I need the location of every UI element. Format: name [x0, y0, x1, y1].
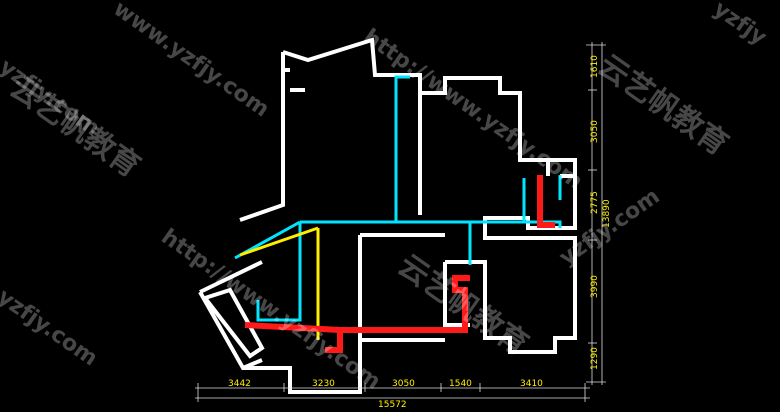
wall-balcony-left [201, 287, 265, 359]
watermark-brand-right: 云艺帆教育 [591, 48, 734, 163]
watermark-url-topright: yzfjy [709, 0, 771, 51]
pipes-yellow [239, 226, 320, 340]
red-main [244, 275, 470, 353]
wall-central-room [358, 93, 473, 340]
dim-bottom-5: 3410 [520, 379, 543, 389]
walls [198, 37, 577, 394]
dim-right-4: 3990 [590, 275, 600, 298]
dim-right-2: 3050 [590, 120, 600, 143]
watermark-url-top: www.yzfjy.com [109, 0, 274, 122]
yellow-diagonal [239, 226, 319, 257]
pipes-red [244, 175, 555, 353]
dim-bottom-2: 3230 [312, 379, 335, 389]
watermark-brand-center: 云艺帆教育 [391, 248, 534, 363]
dimensions-bottom: 3442 3230 3050 1540 3410 15572 [195, 379, 590, 410]
dim-bottom-1: 3442 [228, 379, 251, 389]
red-bath [537, 175, 555, 228]
dim-right-5: 1290 [590, 347, 600, 370]
dim-right-total: 13890 [602, 199, 612, 228]
watermark-url-left: yzfjy.com [0, 284, 102, 371]
cyan-left-drop [256, 222, 302, 322]
watermark-url-center: http://www.yzfjy.com [359, 24, 587, 194]
wall-bath [520, 158, 575, 178]
wall-left-stub [283, 68, 305, 92]
dim-bottom-3: 3050 [392, 379, 415, 389]
cyan-main-horizontal [300, 220, 562, 228]
dim-bottom-4: 1540 [449, 379, 472, 389]
watermarks: www.yzfjy.com http://www.yzfjy.com http:… [0, 0, 771, 395]
cyan-riser-left [394, 75, 410, 222]
watermark-brand-left: 云艺帆教育 [3, 70, 146, 185]
dim-right-1: 1610 [590, 55, 600, 78]
dim-bottom-total: 15572 [378, 400, 407, 410]
dimensions-right: 1610 3050 2775 3990 1290 13890 [586, 42, 612, 385]
wall-upper-left-wing [282, 37, 577, 354]
dim-right-3: 2775 [590, 191, 600, 214]
wall-left-upper [239, 52, 285, 222]
